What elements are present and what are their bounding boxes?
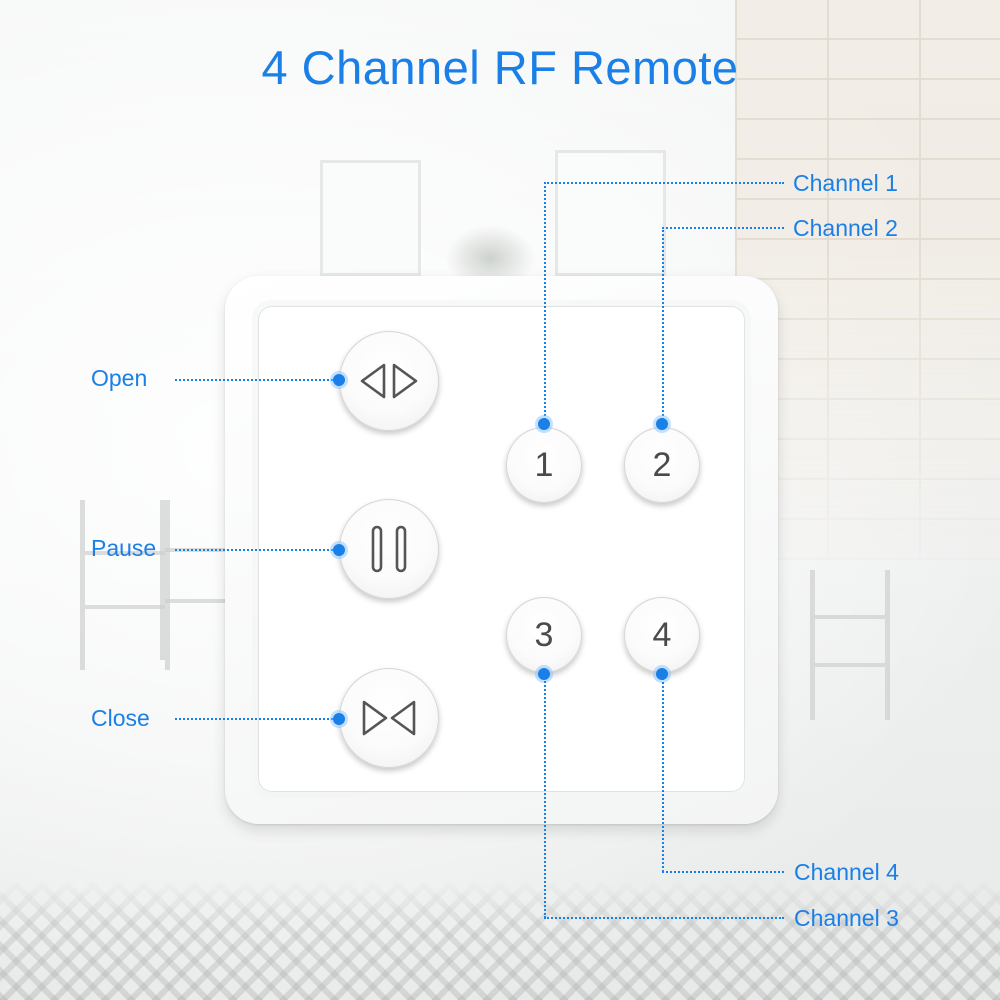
- pause-icon: [367, 524, 411, 574]
- channel-1-callout-dot: [538, 418, 550, 430]
- channel-2-button[interactable]: 2: [624, 427, 700, 503]
- chair-background-right: [810, 570, 890, 720]
- channel-2-callout-dot: [656, 418, 668, 430]
- channel-2-callout-line-vertical: [662, 227, 664, 420]
- plant-background: [445, 225, 535, 280]
- channel-1-callout-label: Channel 1: [793, 170, 898, 196]
- page-title: 4 Channel RF Remote: [261, 41, 739, 94]
- channel-3-callout-line-vertical: [544, 674, 546, 918]
- open-button[interactable]: [339, 331, 439, 431]
- channel-3-callout-line-horizontal: [544, 917, 784, 919]
- pause-button[interactable]: [339, 499, 439, 599]
- channel-2-callout-line-horizontal: [662, 227, 784, 229]
- pause-callout-line: [175, 549, 333, 551]
- pause-callout-dot: [333, 544, 345, 556]
- channel-4-callout-line-vertical: [662, 674, 664, 872]
- open-callout-label: Open: [91, 365, 148, 391]
- channel-4-button[interactable]: 4: [624, 597, 700, 673]
- channel-1-button[interactable]: 1: [506, 427, 582, 503]
- window-frame-left: [320, 160, 421, 276]
- channel-3-label: 3: [534, 615, 554, 654]
- channel-2-callout-label: Channel 2: [793, 215, 898, 241]
- close-arrows-icon: [358, 698, 420, 738]
- pause-callout-label: Pause: [91, 535, 157, 561]
- open-callout-dot: [333, 374, 345, 386]
- open-arrows-icon: [358, 361, 420, 401]
- channel-1-callout-line-horizontal: [544, 182, 784, 184]
- channel-1-callout-line-vertical: [544, 182, 546, 420]
- channel-4-label: 4: [652, 615, 672, 654]
- channel-1-label: 1: [534, 445, 554, 484]
- channel-4-callout-line-horizontal: [662, 871, 784, 873]
- chair-background-left: [80, 500, 170, 670]
- brick-wall-background: [735, 0, 1000, 560]
- channel-2-label: 2: [652, 445, 672, 484]
- window-frame-right: [555, 150, 666, 276]
- close-callout-dot: [333, 713, 345, 725]
- close-callout-line: [175, 718, 333, 720]
- rug-background: [0, 880, 1000, 1000]
- chair-background-mid: [160, 500, 230, 660]
- channel-3-callout-label: Channel 3: [794, 905, 899, 931]
- channel-4-callout-label: Channel 4: [794, 859, 899, 885]
- channel-3-button[interactable]: 3: [506, 597, 582, 673]
- close-button[interactable]: [339, 668, 439, 768]
- open-callout-line: [175, 379, 333, 381]
- close-callout-label: Close: [91, 705, 150, 731]
